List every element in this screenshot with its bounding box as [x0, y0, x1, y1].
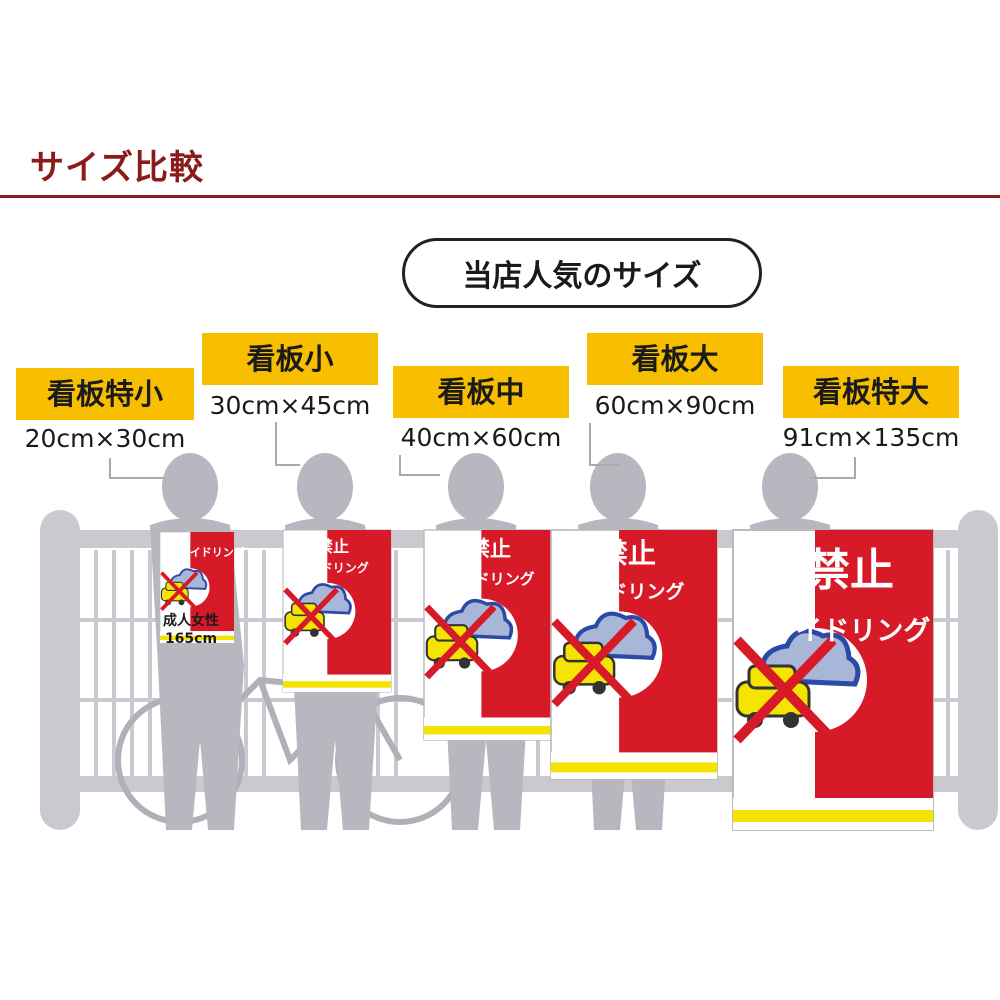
sign-small: 禁止 アイドリング — [283, 530, 391, 692]
sign-large: 禁止 アイドリング — [551, 530, 717, 779]
sign-m-text1: アイドリング — [445, 570, 534, 588]
sign-s-text2: 禁止 — [317, 537, 349, 556]
page-heading: サイズ比較 — [30, 148, 204, 188]
person-note-label: 成人女性 — [163, 613, 219, 629]
sign-l-text2: 禁止 — [600, 537, 656, 570]
sign-medium: 禁止 アイドリング — [424, 530, 564, 740]
size-label-xs: 看板特小 — [16, 368, 194, 420]
popular-size-text: 当店人気のサイズ — [462, 259, 702, 294]
sign-xl-text1: アイドリング — [770, 615, 931, 647]
size-label-xl: 看板特大 — [783, 366, 959, 418]
leader-lines — [109, 422, 856, 479]
sign-xs-text1: アイドリング — [179, 545, 244, 559]
size-dim-l: 60cm×90cm — [594, 391, 756, 420]
sign-l-text1: アイドリング — [571, 580, 684, 603]
size-dim-xs: 20cm×30cm — [24, 424, 186, 453]
person-height-note: 成人女性 165cm — [148, 612, 234, 648]
sign-extra-large: 禁止 アイドリング — [733, 530, 933, 830]
size-label-l: 看板大 — [587, 333, 763, 385]
heading-divider — [0, 195, 1000, 198]
sign-extra-small: アイドリング — [158, 530, 245, 645]
popular-size-speech-bubble: 当店人気のサイズ — [402, 238, 762, 308]
sign-s-text1: アイドリング — [297, 560, 368, 575]
size-dim-xl: 91cm×135cm — [782, 423, 960, 452]
person-note-height: 165cm — [164, 631, 218, 647]
sign-xl-text2: 禁止 — [806, 545, 894, 596]
sign-m-text2: 禁止 — [469, 537, 511, 561]
size-label-s: 看板小 — [202, 333, 378, 385]
size-dim-s: 30cm×45cm — [209, 391, 371, 420]
size-label-m: 看板中 — [393, 366, 569, 418]
size-dim-m: 40cm×60cm — [400, 423, 562, 452]
